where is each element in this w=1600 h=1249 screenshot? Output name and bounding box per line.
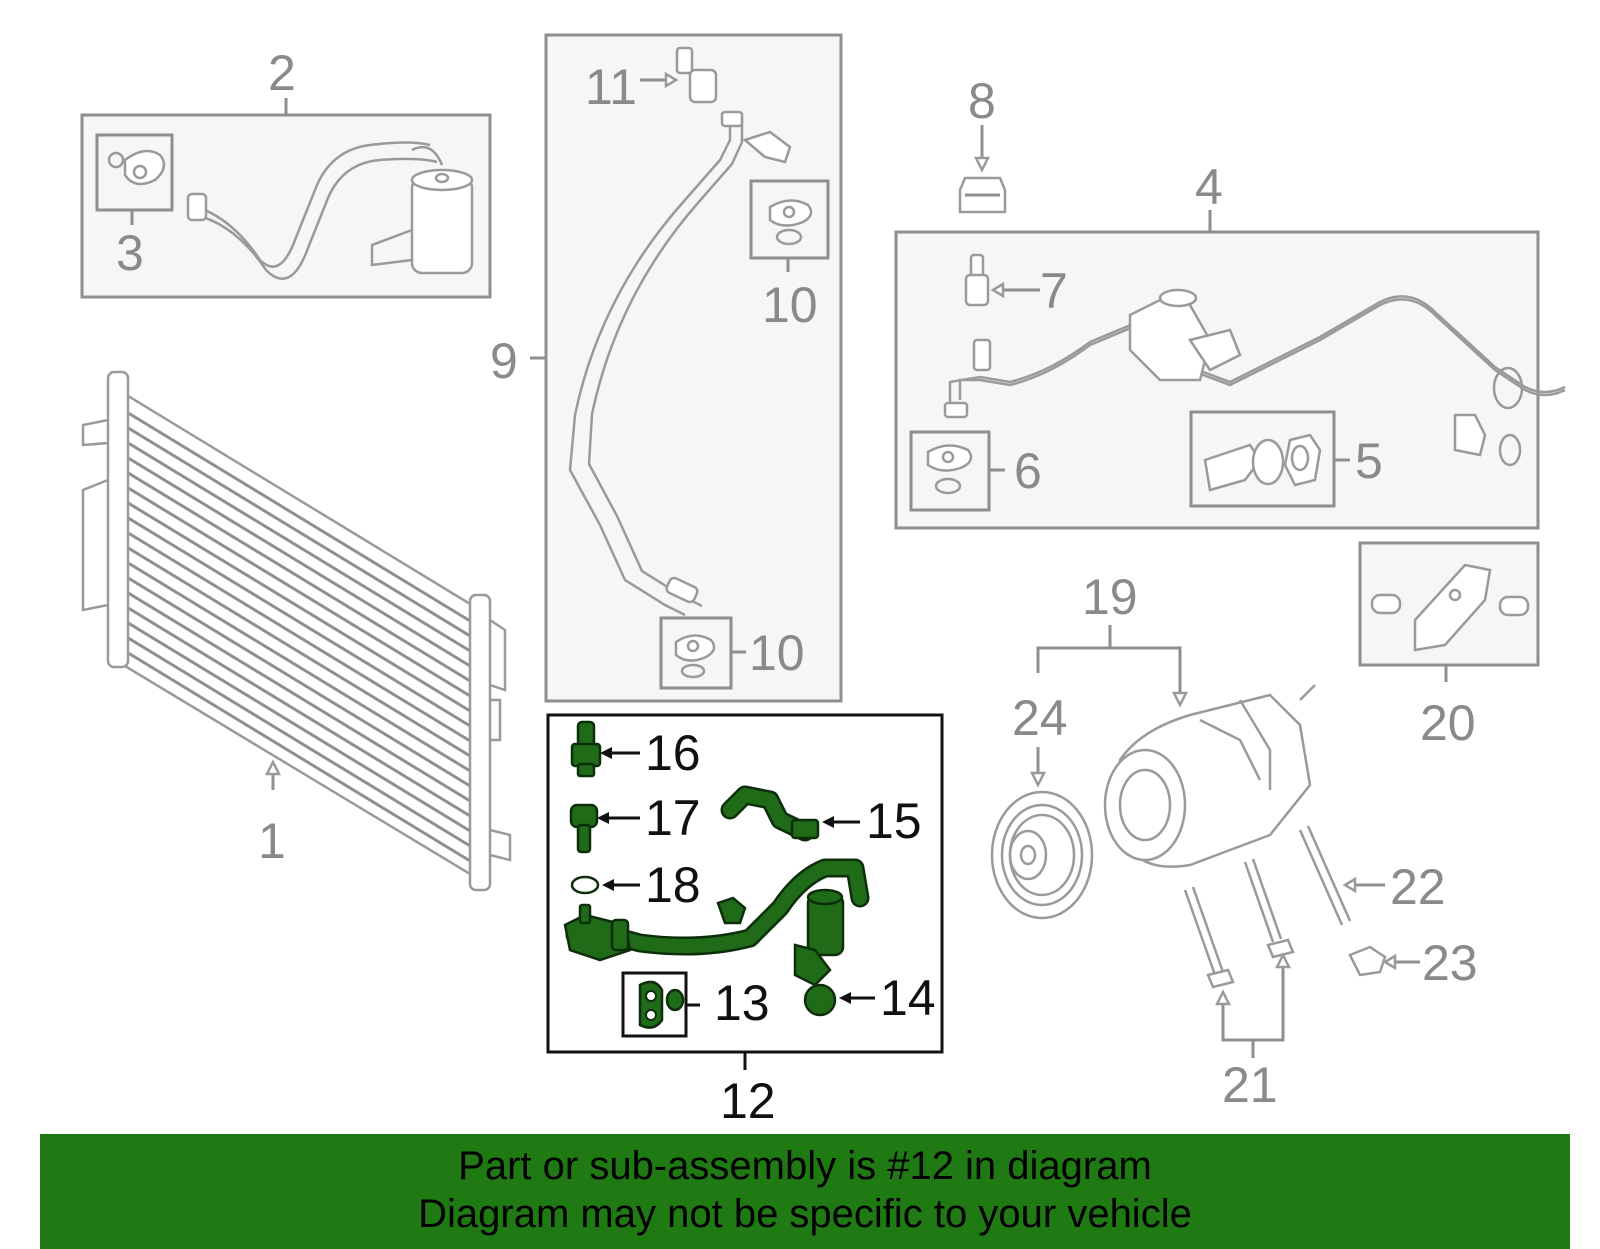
callout-14: 14 bbox=[880, 970, 936, 1026]
part-13-gasket-kit bbox=[621, 971, 700, 1038]
part-14-cap bbox=[803, 983, 875, 1017]
callout-7: 7 bbox=[1040, 263, 1068, 319]
banner-line-2: Diagram may not be specific to your vehi… bbox=[418, 1192, 1192, 1236]
part-15-bracket bbox=[720, 785, 860, 842]
callout-21: 21 bbox=[1222, 1057, 1278, 1113]
callout-3: 3 bbox=[116, 225, 144, 281]
callout-15: 15 bbox=[866, 793, 922, 849]
callout-1: 1 bbox=[258, 813, 286, 869]
group-9-hose-assembly bbox=[530, 33, 843, 703]
callout-11: 11 bbox=[585, 59, 637, 115]
callout-24: 24 bbox=[1012, 690, 1068, 746]
part-17-valve bbox=[569, 803, 640, 854]
callout-10-bottom: 10 bbox=[749, 625, 805, 681]
condenser bbox=[81, 370, 512, 892]
callout-12: 12 bbox=[720, 1073, 776, 1129]
group-20-bracket bbox=[1358, 541, 1540, 682]
group-12-highlighted-assembly bbox=[546, 713, 944, 1070]
part-8-cap bbox=[958, 125, 1007, 214]
banner-line-1: Part or sub-assembly is #12 in diagram bbox=[458, 1144, 1152, 1188]
callout-8: 8 bbox=[968, 73, 996, 129]
condenser-fins bbox=[114, 403, 481, 869]
callout-19: 19 bbox=[1082, 569, 1138, 625]
notice-banner: Part or sub-assembly is #12 in diagram D… bbox=[40, 1134, 1570, 1249]
group-4-suction-line bbox=[894, 210, 1566, 530]
callout-22: 22 bbox=[1390, 859, 1446, 915]
callout-4: 4 bbox=[1195, 159, 1223, 215]
callout-9: 9 bbox=[490, 333, 518, 389]
part-16-pressure-switch bbox=[570, 720, 640, 778]
compressor-assembly bbox=[990, 625, 1420, 1058]
callout-2: 2 bbox=[268, 45, 296, 101]
part-18-o-ring bbox=[570, 875, 640, 895]
callout-13: 13 bbox=[714, 975, 770, 1031]
callout-20: 20 bbox=[1420, 695, 1476, 751]
callout-6: 6 bbox=[1014, 443, 1042, 499]
callout-18: 18 bbox=[645, 857, 701, 913]
callout-23: 23 bbox=[1422, 935, 1478, 991]
callout-17: 17 bbox=[645, 790, 701, 846]
group-2-receiver-drier bbox=[80, 98, 492, 299]
callout-10-top: 10 bbox=[762, 277, 818, 333]
part-12-liquid-line bbox=[563, 858, 870, 987]
callout-5: 5 bbox=[1355, 433, 1383, 489]
callout-16: 16 bbox=[645, 725, 701, 781]
